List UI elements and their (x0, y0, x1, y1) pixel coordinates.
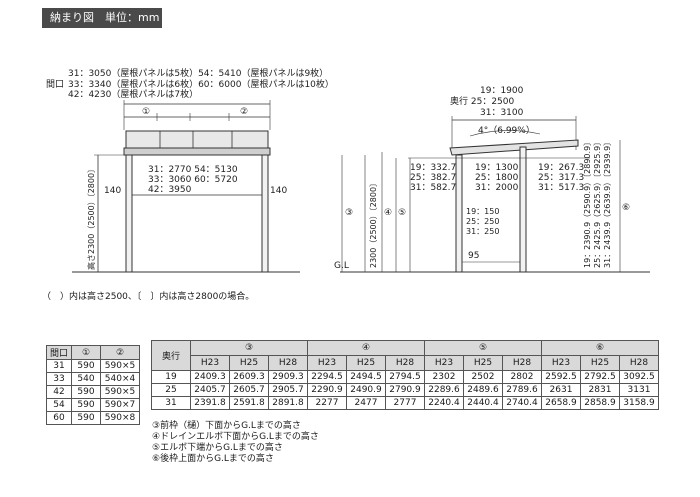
side-dim-95: 95 (468, 251, 479, 261)
front-dim-140-left: 140 (104, 186, 121, 196)
side-right-line-1: 19：267.3 (538, 163, 584, 173)
legend-item: ⑤エルボ下端からG.Lまでの高さ (152, 443, 283, 453)
legend-item: ④ドレインエルボ下面からG.Lまでの高さ (152, 432, 319, 442)
front-size-line-3: 42：4230（屋根パネルは7枚） (68, 88, 198, 100)
side-view: 19：1900 奥行 25：2500 31：3100 4°（6.99%） G.L… (334, 86, 650, 273)
front-height-label: 高さ2300（2500）〔2800〕 (86, 165, 96, 270)
legend: ③前枠（樋）下面からG.Lまでの高さ ④ドレインエルボ下面からG.Lまでの高さ … (152, 421, 319, 465)
side-center-line-2: 25：1800 (475, 173, 519, 183)
side-mark-6: ⑥ (622, 203, 630, 213)
side-depth-line-3: 31：3100 (480, 108, 524, 118)
side-left-line-3: 31：582.7 (410, 183, 456, 193)
side-center-line-1: 19：1300 (475, 163, 519, 173)
side-right-line-2: 25：317.3 (538, 173, 584, 183)
marker1-header: ① (71, 345, 101, 360)
front-dim-140-right: 140 (270, 186, 287, 196)
side-vertical-right-3: 31：2439.9（2639.9）〔2939.9〕 (603, 138, 612, 268)
installation-drawing: 31：3050（屋根パネルは5枚）54：5410（屋根パネルは9枚） 間口 33… (46, 67, 650, 273)
side-mark-5: ⑤ (398, 208, 406, 218)
side-inner-line-2: 25：250 (466, 217, 499, 226)
front-inner-line-2: 33：3060 60：5720 (148, 175, 238, 185)
side-center-line-3: 31：2000 (475, 183, 519, 193)
front-size-line-1: 31：3050（屋根パネルは5枚）54：5410（屋根パネルは9枚） (68, 67, 328, 79)
front-marker-2: ② (240, 107, 248, 117)
side-vertical-right-1: 19：2390.9（2590.9）〔2890.9〕 (583, 138, 592, 268)
group-6-header: ⑥ (541, 340, 659, 356)
front-opening-label: 間口 (46, 79, 64, 90)
height-note: （ ）内は高さ2500、〔 〕内は高さ2800の場合。 (42, 292, 255, 302)
front-marker-1: ① (142, 107, 150, 117)
legend-item: ⑥後枠上面からG.Lまでの高さ (152, 454, 274, 464)
side-mark-3: ③ (345, 208, 353, 218)
group-5-header: ⑤ (424, 340, 542, 356)
side-mark-4: ④ (384, 208, 392, 218)
front-size-line-2: 33：3340（屋根パネルは6枚）60：6000（屋根パネルは10枚） (68, 78, 334, 90)
side-height-label: 2300（2500）〔2800〕 (369, 179, 378, 268)
group-4-header: ④ (307, 340, 425, 356)
side-depth-line-1: 19：1900 (480, 86, 524, 96)
side-left-line-1: 19：332.7 (410, 163, 456, 173)
side-gl-label: G.L (334, 261, 349, 271)
section-title: 納まり図 単位：mm (42, 8, 162, 28)
group-3-header: ③ (190, 340, 308, 356)
side-inner-line-1: 19：150 (466, 207, 499, 216)
side-depth-line-2: 奥行 25：2500 (450, 95, 514, 107)
front-inner-line-1: 31：2770 54：5130 (148, 165, 238, 175)
depth-header: 奥行 (151, 340, 191, 371)
side-vertical-right-2: 25：2425.9（2625.9）〔2925.9〕 (593, 138, 602, 268)
opening-header: 間口 (46, 345, 72, 360)
legend-item: ③前枠（樋）下面からG.Lまでの高さ (152, 421, 301, 431)
front-view: 31：3050（屋根パネルは5枚）54：5410（屋根パネルは9枚） 間口 33… (46, 67, 334, 273)
side-left-line-2: 25：382.7 (410, 173, 456, 183)
front-inner-line-3: 42：3950 (148, 185, 192, 195)
side-inner-line-3: 31：250 (466, 227, 499, 236)
side-right-line-3: 31：517.3 (538, 183, 584, 193)
marker2-header: ② (100, 345, 140, 360)
